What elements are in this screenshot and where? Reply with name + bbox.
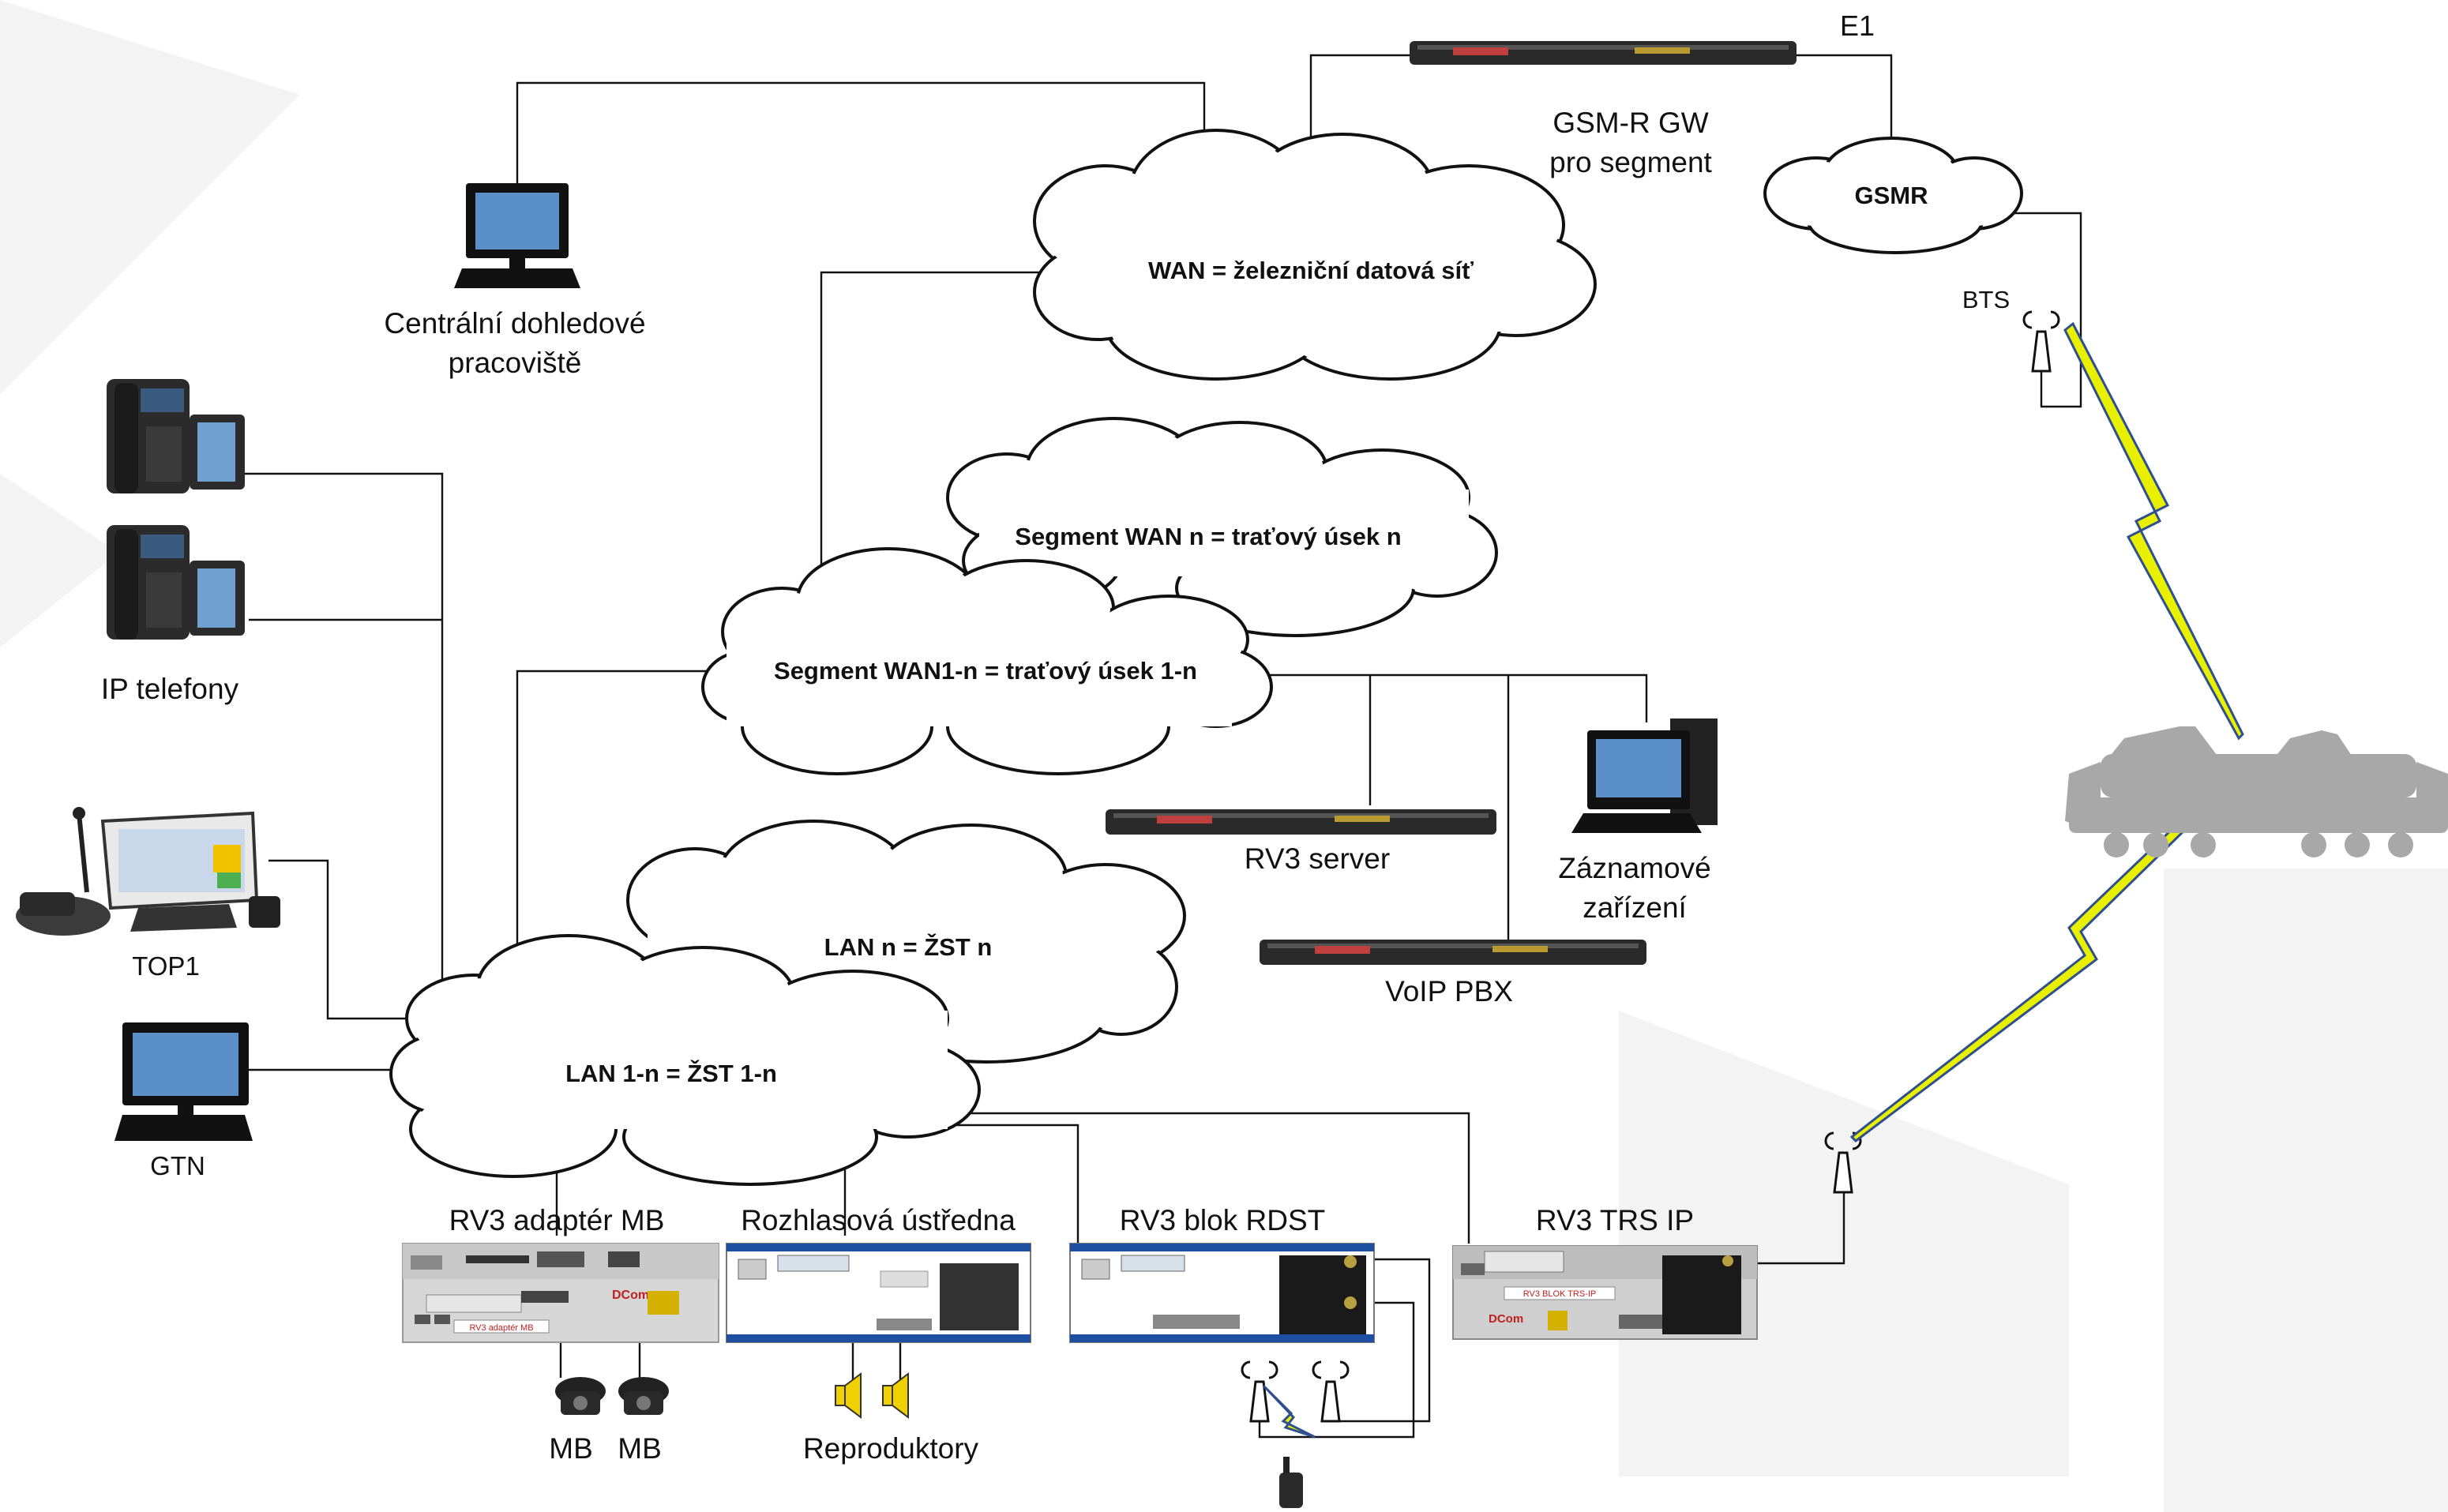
locomotive-icon	[2065, 726, 2448, 857]
pa-central-device	[726, 1243, 1031, 1343]
antenna-icon	[1824, 1131, 1862, 1194]
rv3-rdst-label: RV3 blok RDST	[1120, 1204, 1325, 1236]
bts-label: BTS	[1962, 286, 2010, 313]
top1-console-icon	[16, 807, 280, 936]
central-label-2: pracoviště	[449, 347, 582, 379]
cloud-gsmr-label: GSMR	[1855, 182, 1928, 209]
voip-pbx-label: VoIP PBX	[1385, 975, 1513, 1007]
rv3-rdst-device	[1069, 1243, 1375, 1343]
gsmr-gw-rack	[1410, 41, 1797, 65]
cloud-lan-1n-label: LAN 1-n = ŽST 1-n	[565, 1059, 777, 1087]
trs-ip-brand: DCom	[1489, 1312, 1523, 1326]
connection-lines	[245, 54, 2082, 1439]
recorder-pc-icon	[1571, 718, 1718, 833]
recorder-label-1: Záznamové	[1558, 852, 1710, 884]
mb-label-2: MB	[618, 1432, 662, 1465]
speakers-label: Reproduktory	[803, 1432, 979, 1465]
rv3-server-rack	[1106, 809, 1496, 835]
cloud-wan: WAN = železniční datová síť	[1033, 129, 1597, 381]
adapter-mb-plate: RV3 adaptér MB	[469, 1323, 533, 1333]
antenna-icon	[1241, 1360, 1278, 1423]
cloud-segment-1n: Segment WAN1-n = traťový úsek 1-n	[701, 547, 1273, 775]
trs-ip-plate: RV3 BLOK TRS-IP	[1523, 1289, 1597, 1299]
voip-pbx-rack	[1260, 940, 1646, 965]
cloud-segment-n-label: Segment WAN n = traťový úsek n	[1015, 523, 1401, 550]
pa-central-label: Rozhlasová ústředna	[741, 1204, 1016, 1236]
rv3-server-label: RV3 server	[1245, 842, 1390, 875]
central-label-1: Centrální dohledové	[384, 307, 645, 340]
central-monitor-icon	[454, 183, 580, 288]
mb-phone-icon	[555, 1377, 606, 1415]
cloud-gsmr: GSMR	[1763, 137, 2023, 254]
cloud-segment-1n-label: Segment WAN1-n = traťový úsek 1-n	[774, 657, 1197, 685]
gtn-label: GTN	[150, 1151, 205, 1180]
ip-phone-icon	[107, 379, 245, 493]
recorder-label-2: zařízení	[1583, 891, 1687, 924]
antenna-icon	[1312, 1360, 1350, 1423]
mb-label-1: MB	[549, 1432, 593, 1465]
gtn-monitor-icon	[115, 1022, 253, 1141]
rv3-trs-ip-label: RV3 TRS IP	[1536, 1204, 1694, 1236]
rv3-adapter-mb-device: RV3 adaptér MB DCom	[402, 1243, 719, 1343]
mb-phone-icon	[618, 1377, 669, 1415]
speaker-icon	[835, 1372, 862, 1419]
rv3-adapter-mb-label: RV3 adaptér MB	[449, 1204, 665, 1236]
adapter-mb-brand: DCom	[612, 1289, 649, 1302]
gsmr-gw-label-1: GSM-R GW	[1553, 107, 1708, 139]
gsmr-gw-label-2: pro segment	[1549, 146, 1712, 178]
cloud-lan-1n: LAN 1-n = ŽST 1-n	[389, 934, 981, 1186]
labels: E1 GSM-R GW pro segment BTS Centrální do…	[101, 9, 2010, 1465]
ip-phone-icon	[107, 525, 245, 640]
cloud-wan-label: WAN = železniční datová síť	[1148, 257, 1474, 284]
handheld-radio-icon	[1279, 1457, 1303, 1508]
speaker-icon	[882, 1372, 909, 1419]
ip-phones-label: IP telefony	[101, 673, 239, 705]
antenna-icon	[2022, 310, 2060, 373]
e1-label: E1	[1840, 9, 1875, 42]
rv3-trs-ip-device: RV3 BLOK TRS-IP DCom	[1452, 1245, 1758, 1340]
top1-label: TOP1	[132, 951, 200, 981]
cloud-lan-n-label: LAN n = ŽST n	[824, 932, 993, 961]
